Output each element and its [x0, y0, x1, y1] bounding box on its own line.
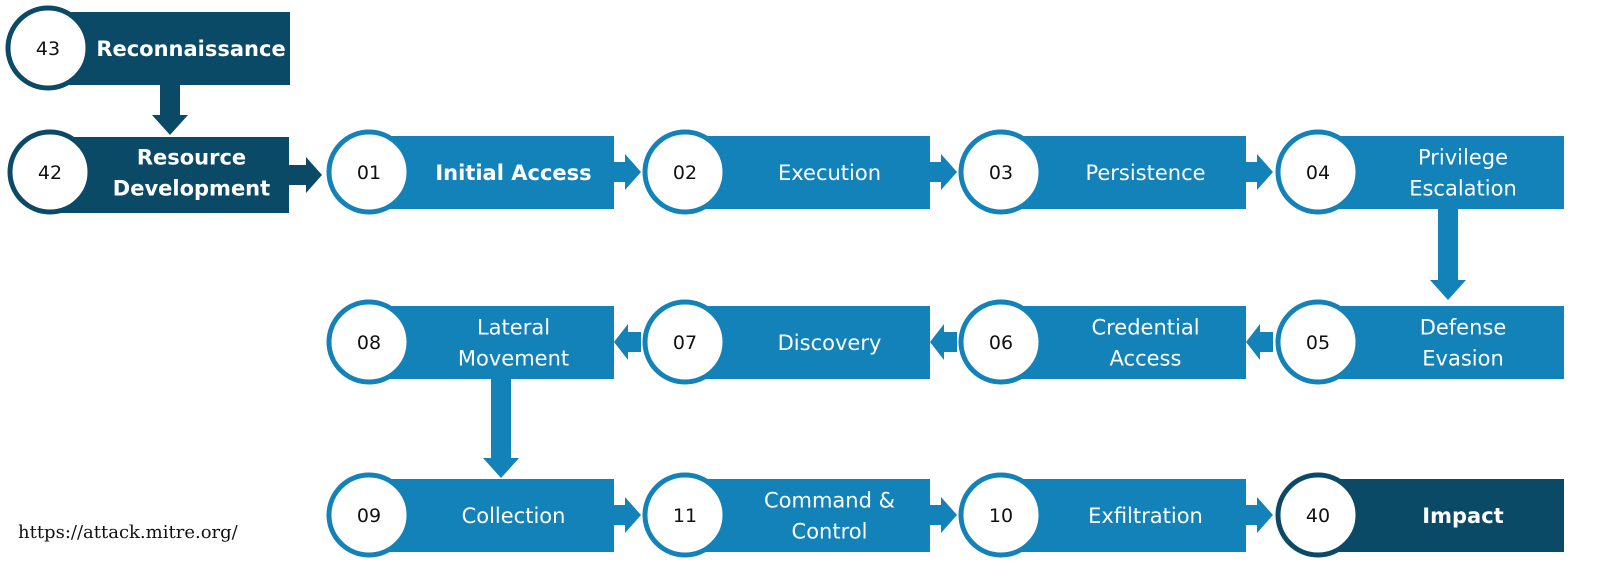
- arrow-resource-development-to-initial-access: [289, 157, 322, 193]
- node-label-credential-access-line-1: Credential: [1091, 316, 1199, 340]
- node-circle-exfiltration: [958, 472, 1044, 558]
- arrow-discovery-to-lateral-movement: [614, 324, 641, 360]
- arrow-command-and-control-to-exfiltration: [930, 497, 957, 533]
- node-label-lateral-movement-line-1: Lateral: [477, 316, 550, 340]
- node-label-discovery-line-1: Discovery: [778, 331, 882, 355]
- node-number-lateral-movement: 08: [357, 332, 381, 354]
- node-number-persistence: 03: [989, 162, 1013, 184]
- node-label-command-and-control-line-2: Control: [792, 520, 868, 544]
- arrow-execution-to-persistence: [930, 154, 957, 190]
- node-label-resource-development-line-2: Development: [113, 177, 270, 201]
- node-label-execution-line-1: Execution: [778, 161, 881, 185]
- arrow-exfiltration-to-impact: [1246, 497, 1273, 533]
- node-impact: 40 Impact: [1275, 472, 1564, 558]
- node-label-privilege-escalation-line-2: Escalation: [1409, 177, 1517, 201]
- node-label-credential-access-line-2: Access: [1110, 347, 1182, 371]
- node-circle-reconnaissance: [5, 5, 91, 91]
- node-circle-collection: [326, 472, 412, 558]
- node-label-defense-evasion-line-2: Evasion: [1422, 347, 1504, 371]
- node-label-reconnaissance-line-1: Reconnaissance: [96, 37, 285, 61]
- node-label-impact-line-1: Impact: [1422, 504, 1503, 528]
- arrow-lateral-movement-to-collection: [483, 379, 519, 478]
- node-command-and-control: 11 Command & Control: [642, 472, 930, 558]
- arrow-defense-evasion-to-credential-access: [1246, 324, 1273, 360]
- arrow-layer: [152, 85, 1466, 533]
- node-circle-persistence: [958, 129, 1044, 215]
- node-number-credential-access: 06: [989, 332, 1013, 354]
- node-label-resource-development-line-1: Resource: [137, 146, 246, 170]
- node-number-reconnaissance: 43: [36, 38, 60, 60]
- node-circle-resource-development: [7, 129, 93, 215]
- node-number-collection: 09: [357, 505, 381, 527]
- node-label-defense-evasion-line-1: Defense: [1420, 316, 1507, 340]
- arrow-reconnaissance-to-resource-development: [152, 85, 188, 135]
- node-number-execution: 02: [673, 162, 697, 184]
- arrow-initial-access-to-execution: [614, 154, 641, 190]
- node-circle-initial-access: [326, 129, 412, 215]
- node-reconnaissance: 43 Reconnaissance: [5, 5, 290, 91]
- node-label-command-and-control-line-1: Command &: [764, 489, 895, 513]
- node-number-defense-evasion: 05: [1306, 332, 1330, 354]
- node-label-collection-line-1: Collection: [462, 504, 566, 528]
- node-number-discovery: 07: [673, 332, 697, 354]
- node-circle-command-and-control: [642, 472, 728, 558]
- node-number-initial-access: 01: [357, 162, 381, 184]
- node-circle-privilege-escalation: [1275, 129, 1361, 215]
- node-execution: 02 Execution: [642, 129, 930, 215]
- arrow-persistence-to-privilege-escalation: [1246, 154, 1273, 190]
- node-label-initial-access-line-1: Initial Access: [435, 161, 591, 185]
- node-number-impact: 40: [1306, 505, 1330, 527]
- node-initial-access: 01 Initial Access: [326, 129, 614, 215]
- node-label-persistence-line-1: Persistence: [1085, 161, 1205, 185]
- node-number-command-and-control: 11: [673, 505, 697, 527]
- node-exfiltration: 10 Exfiltration: [958, 472, 1246, 558]
- node-persistence: 03 Persistence: [958, 129, 1246, 215]
- node-label-privilege-escalation-line-1: Privilege: [1418, 146, 1508, 170]
- node-label-lateral-movement-line-2: Movement: [458, 347, 569, 371]
- node-circle-discovery: [642, 299, 728, 385]
- node-collection: 09 Collection: [326, 472, 614, 558]
- node-circle-defense-evasion: [1275, 299, 1361, 385]
- source-url: https://attack.mitre.org/: [18, 522, 238, 543]
- node-number-exfiltration: 10: [989, 505, 1013, 527]
- arrow-privilege-escalation-to-defense-evasion: [1430, 209, 1466, 300]
- node-circle-execution: [642, 129, 728, 215]
- node-number-resource-development: 42: [38, 162, 62, 184]
- arrow-collection-to-command-and-control: [614, 497, 641, 533]
- node-discovery: 07 Discovery: [642, 299, 930, 385]
- node-number-privilege-escalation: 04: [1306, 162, 1330, 184]
- node-circle-lateral-movement: [326, 299, 412, 385]
- node-label-exfiltration-line-1: Exfiltration: [1088, 504, 1203, 528]
- node-circle-credential-access: [958, 299, 1044, 385]
- node-circle-impact: [1275, 472, 1361, 558]
- arrow-credential-access-to-discovery: [930, 324, 957, 360]
